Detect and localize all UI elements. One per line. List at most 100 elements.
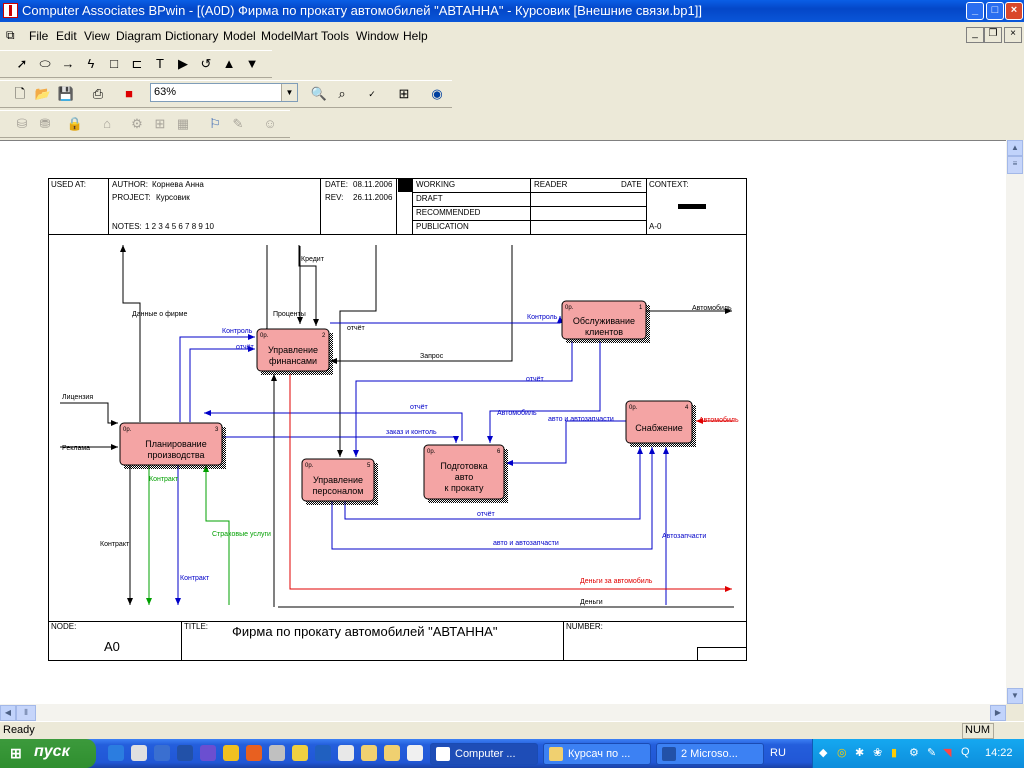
arrow-label-avto-zap1[interactable]: авто и автозапчасти xyxy=(548,416,614,423)
folder-icon-2[interactable] xyxy=(384,745,400,761)
menu-diagram[interactable]: Diagram xyxy=(116,29,162,43)
scroll-up-icon[interactable]: ▲ xyxy=(1007,140,1023,156)
go-up-icon[interactable]: ▲ xyxy=(222,56,236,71)
menu-view[interactable]: View xyxy=(84,29,110,43)
open-folder-icon[interactable]: 📂 xyxy=(34,86,52,101)
scroll-left-icon[interactable]: ◀ xyxy=(0,705,16,721)
tray-icon-7[interactable]: ✎ xyxy=(927,747,937,759)
go-down-icon[interactable]: ▼ xyxy=(245,56,259,71)
arrow-label-otchet2[interactable]: отчёт xyxy=(347,325,365,332)
arrow-label-avtomobil1[interactable]: Автомобиль xyxy=(692,304,732,312)
maximize-button[interactable]: □ xyxy=(986,2,1004,20)
arrow-label-zakaz[interactable]: заказ и контоль xyxy=(386,429,437,436)
arrow-label-avtomobil2[interactable]: Автомобиль xyxy=(497,409,537,417)
horizontal-scrollbar[interactable]: ◀ ⦀ ▶ xyxy=(0,704,1006,721)
arrow-label-dannye[interactable]: Данные о фирме xyxy=(132,311,187,318)
arrow-label-kontrol1[interactable]: Контроль xyxy=(222,328,253,335)
app-icon-4[interactable] xyxy=(315,745,331,761)
save-icon[interactable]: 💾 xyxy=(57,86,75,101)
menu-file[interactable]: File xyxy=(29,29,49,43)
model-explorer-icon[interactable]: ⊞ xyxy=(398,86,410,101)
arrow-label-kredit[interactable]: Кредит xyxy=(301,256,325,263)
activity-box-4[interactable]: 0р. 4 Снабжение xyxy=(625,400,696,447)
close-button[interactable]: × xyxy=(1005,2,1023,20)
arrow-label-licenziya[interactable]: Лицензия xyxy=(62,394,93,401)
hscroll-thumb[interactable]: ⦀ xyxy=(16,705,36,721)
arrow-label-procenty[interactable]: Проценты xyxy=(273,311,306,318)
menu-tools[interactable]: Tools xyxy=(321,29,350,43)
menu-window[interactable]: Window xyxy=(356,29,399,43)
modelmart-icon[interactable]: ◉ xyxy=(431,86,443,101)
app-icon-2[interactable] xyxy=(200,745,216,761)
media-icon[interactable] xyxy=(131,745,147,761)
arrow-tool-icon[interactable]: → xyxy=(61,56,75,71)
mdi-restore-button[interactable]: ❐ xyxy=(984,27,1002,43)
zoom-icon[interactable]: 🔍 xyxy=(310,86,328,101)
notepad-icon[interactable] xyxy=(407,745,423,761)
menu-modelmart[interactable]: ModelMart xyxy=(261,29,318,43)
word-icon[interactable] xyxy=(177,745,193,761)
arrow-label-dengi[interactable]: Деньги xyxy=(580,599,603,606)
data-store-tool-icon[interactable]: ⊏ xyxy=(131,56,143,71)
vertical-scrollbar[interactable]: ▲ ≡ ▼ xyxy=(1006,140,1024,704)
arrow-label-otchet1[interactable]: отчёт xyxy=(236,344,254,351)
menu-dictionary[interactable]: Dictionary xyxy=(165,29,219,43)
folder-icon[interactable] xyxy=(361,745,377,761)
spell-check-icon[interactable]: ✓ xyxy=(368,89,376,99)
undo-icon[interactable]: ↺ xyxy=(200,56,212,71)
ati-icon[interactable]: ◥ xyxy=(943,747,952,759)
file-icon[interactable] xyxy=(338,745,354,761)
mm-users-icon[interactable]: ⚐ xyxy=(209,116,221,131)
arrow-label-kontrakt3[interactable]: Контракт xyxy=(180,575,210,582)
start-button[interactable]: ⊞ пуск xyxy=(0,739,96,768)
doc-icon[interactable]: ⧉ xyxy=(6,28,15,42)
tray-icon-6[interactable]: ⚙ xyxy=(909,747,919,759)
arrow-label-zapros[interactable]: Запрос xyxy=(420,353,444,360)
arrow-label-avto-zap2[interactable]: авто и автозапчасти xyxy=(493,540,559,547)
menu-edit[interactable]: Edit xyxy=(56,29,77,43)
arrow-label-reklama[interactable]: Реклама xyxy=(62,445,90,452)
arrow-label-otchet5[interactable]: отчёт xyxy=(477,511,495,518)
tray-icon-5[interactable]: ▮ xyxy=(891,747,898,759)
squiggle-tool-icon[interactable]: ϟ xyxy=(87,56,95,71)
minimize-button[interactable]: _ xyxy=(966,2,984,20)
diagram-canvas[interactable]: USED AT: AUTHOR: Корнева Анна PROJECT: К… xyxy=(0,140,1006,705)
activity-box-tool-icon[interactable]: ⬭ xyxy=(39,56,51,71)
scroll-thumb[interactable]: ≡ xyxy=(1007,156,1023,174)
activity-box-6[interactable]: 0р. 6 Подготовка авто к прокату xyxy=(423,444,508,503)
tray-icon-2[interactable]: ◎ xyxy=(837,747,847,759)
activity-box-3[interactable]: 0р. 3 Планирование производства xyxy=(119,422,226,469)
activity-box-2[interactable]: 0р. 2 Управление финансами xyxy=(256,328,333,375)
arrow-label-otchet3[interactable]: отчёт xyxy=(526,376,544,383)
arrow-label-avtomobil3[interactable]: Автомобиль xyxy=(699,416,739,424)
task-folder[interactable]: Курсач по ... xyxy=(543,743,651,765)
activity-box-1[interactable]: 0р. 1 Обслуживание клиентов xyxy=(561,300,650,343)
menu-model[interactable]: Model xyxy=(223,29,256,43)
app-icon-3[interactable] xyxy=(292,745,308,761)
mail-icon[interactable] xyxy=(246,745,262,761)
arrow-label-kontrakt1[interactable]: Контракт xyxy=(149,476,179,483)
text-tool-icon[interactable]: T xyxy=(156,56,164,71)
activity-box-5[interactable]: 0р. 5 Управление персоналом xyxy=(301,458,378,505)
color-icon[interactable]: ■ xyxy=(125,86,133,101)
tray-icon-8[interactable]: Q xyxy=(961,746,970,758)
clock[interactable]: 14:22 xyxy=(985,747,1013,759)
arrow-label-kontrol2[interactable]: Контроль xyxy=(527,314,558,321)
mdi-close-button[interactable]: × xyxy=(1004,27,1022,43)
menu-help[interactable]: Help xyxy=(403,29,428,43)
zoom-combobox[interactable]: 63% ▼ xyxy=(150,83,298,102)
zoom-fit-icon[interactable]: ⌕ xyxy=(338,86,346,101)
scroll-right-icon[interactable]: ▶ xyxy=(990,705,1006,721)
tray-icon-4[interactable]: ❀ xyxy=(873,747,883,759)
print-icon[interactable]: ⎙ xyxy=(92,86,104,101)
box-tool-icon[interactable]: □ xyxy=(110,56,118,71)
chevron-down-icon[interactable]: ▼ xyxy=(281,84,297,101)
arrow-label-otchet4[interactable]: отчёт xyxy=(410,404,428,411)
arrow-label-kontrakt2[interactable]: Контракт xyxy=(100,541,130,548)
language-indicator[interactable]: RU xyxy=(770,747,786,759)
app-icon[interactable] xyxy=(3,3,18,18)
arrow-label-avtozap[interactable]: Автозапчасти xyxy=(662,533,706,540)
ie-icon[interactable] xyxy=(108,745,124,761)
tool-icon[interactable] xyxy=(269,745,285,761)
tray-icon-1[interactable]: ◆ xyxy=(819,747,828,759)
